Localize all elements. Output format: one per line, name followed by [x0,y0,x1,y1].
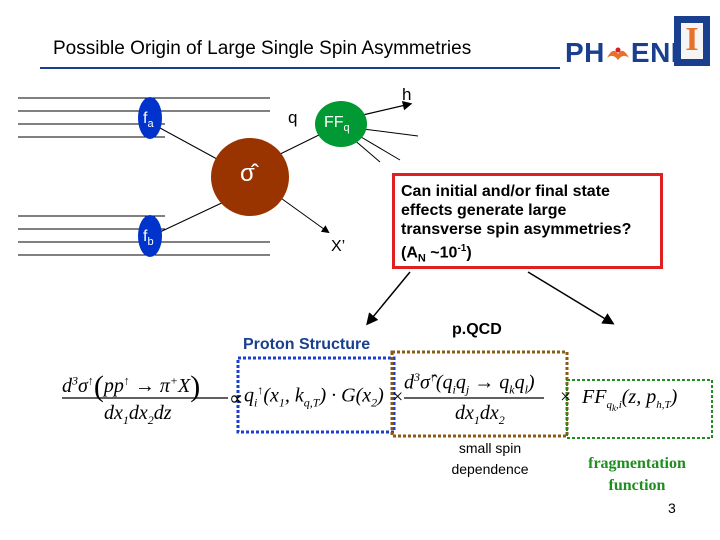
hard-scattering-blob [211,138,289,216]
question-line-2: effects generate large [401,202,567,219]
proportional-symbol: ∝ [229,388,244,410]
parton-b-label: fb [143,228,154,249]
times-symbol-1: × [392,386,404,408]
pqcd-label: p.QCD [452,321,502,338]
parton-b-line [159,199,229,233]
arrow-to-proton-structure [366,271,411,326]
page-number: 3 [668,500,676,516]
parton-a-blob [138,97,162,139]
title-underline [40,67,560,69]
question-box: Can initial and/or final state effects g… [392,173,663,269]
rhs-denominator: dx1dx2 [455,402,505,427]
parton-a-label: fa [143,110,154,131]
lhs-denominator: dx1dx2dz [104,402,172,427]
proton-structure-expression: qi↑(x1, kq,T) · G(x2) [244,383,384,410]
uiuc-letter: I [685,21,699,58]
proton-structure-label: Proton Structure [243,336,371,353]
phoenix-bird-icon [606,47,629,60]
sigma-hat-label: σ̂ [240,160,255,187]
ff-label: FFq [324,114,350,135]
logo-text-left: PH [565,37,605,68]
outgoing-x-line [277,195,330,234]
question-line-3: transverse spin asymmetries? [401,221,632,238]
lhs-numerator: d3σ↑(pp↑ → π+X) [62,370,201,403]
times-symbol-2: × [560,386,572,408]
fragmentation-box [566,379,713,439]
parton-b-blob [138,215,162,257]
proton-structure-box [236,356,396,434]
rhs-numerator: d3σ̂↑(qiqj → qkql) [404,370,535,397]
slide-title: Possible Origin of Large Single Spin Asy… [53,38,472,59]
uiuc-logo: I [674,16,710,66]
ff-jet-2 [355,133,401,161]
fragmentation-expression: FFqk,i(z, ph,T) [582,386,678,414]
quark-label: q [288,108,298,127]
fragmentation-blob [315,101,367,147]
small-spin-note: small spin dependence [451,440,529,477]
question-line-4: (AN ~10-1) [401,243,472,265]
x-prime-label: X’ [331,238,346,255]
arrow-to-fragmentation [527,271,615,325]
hadron-label: h [402,85,412,104]
fragmentation-function-label: fragmentation function [588,455,686,494]
question-line-1: Can initial and/or final state [401,183,610,200]
